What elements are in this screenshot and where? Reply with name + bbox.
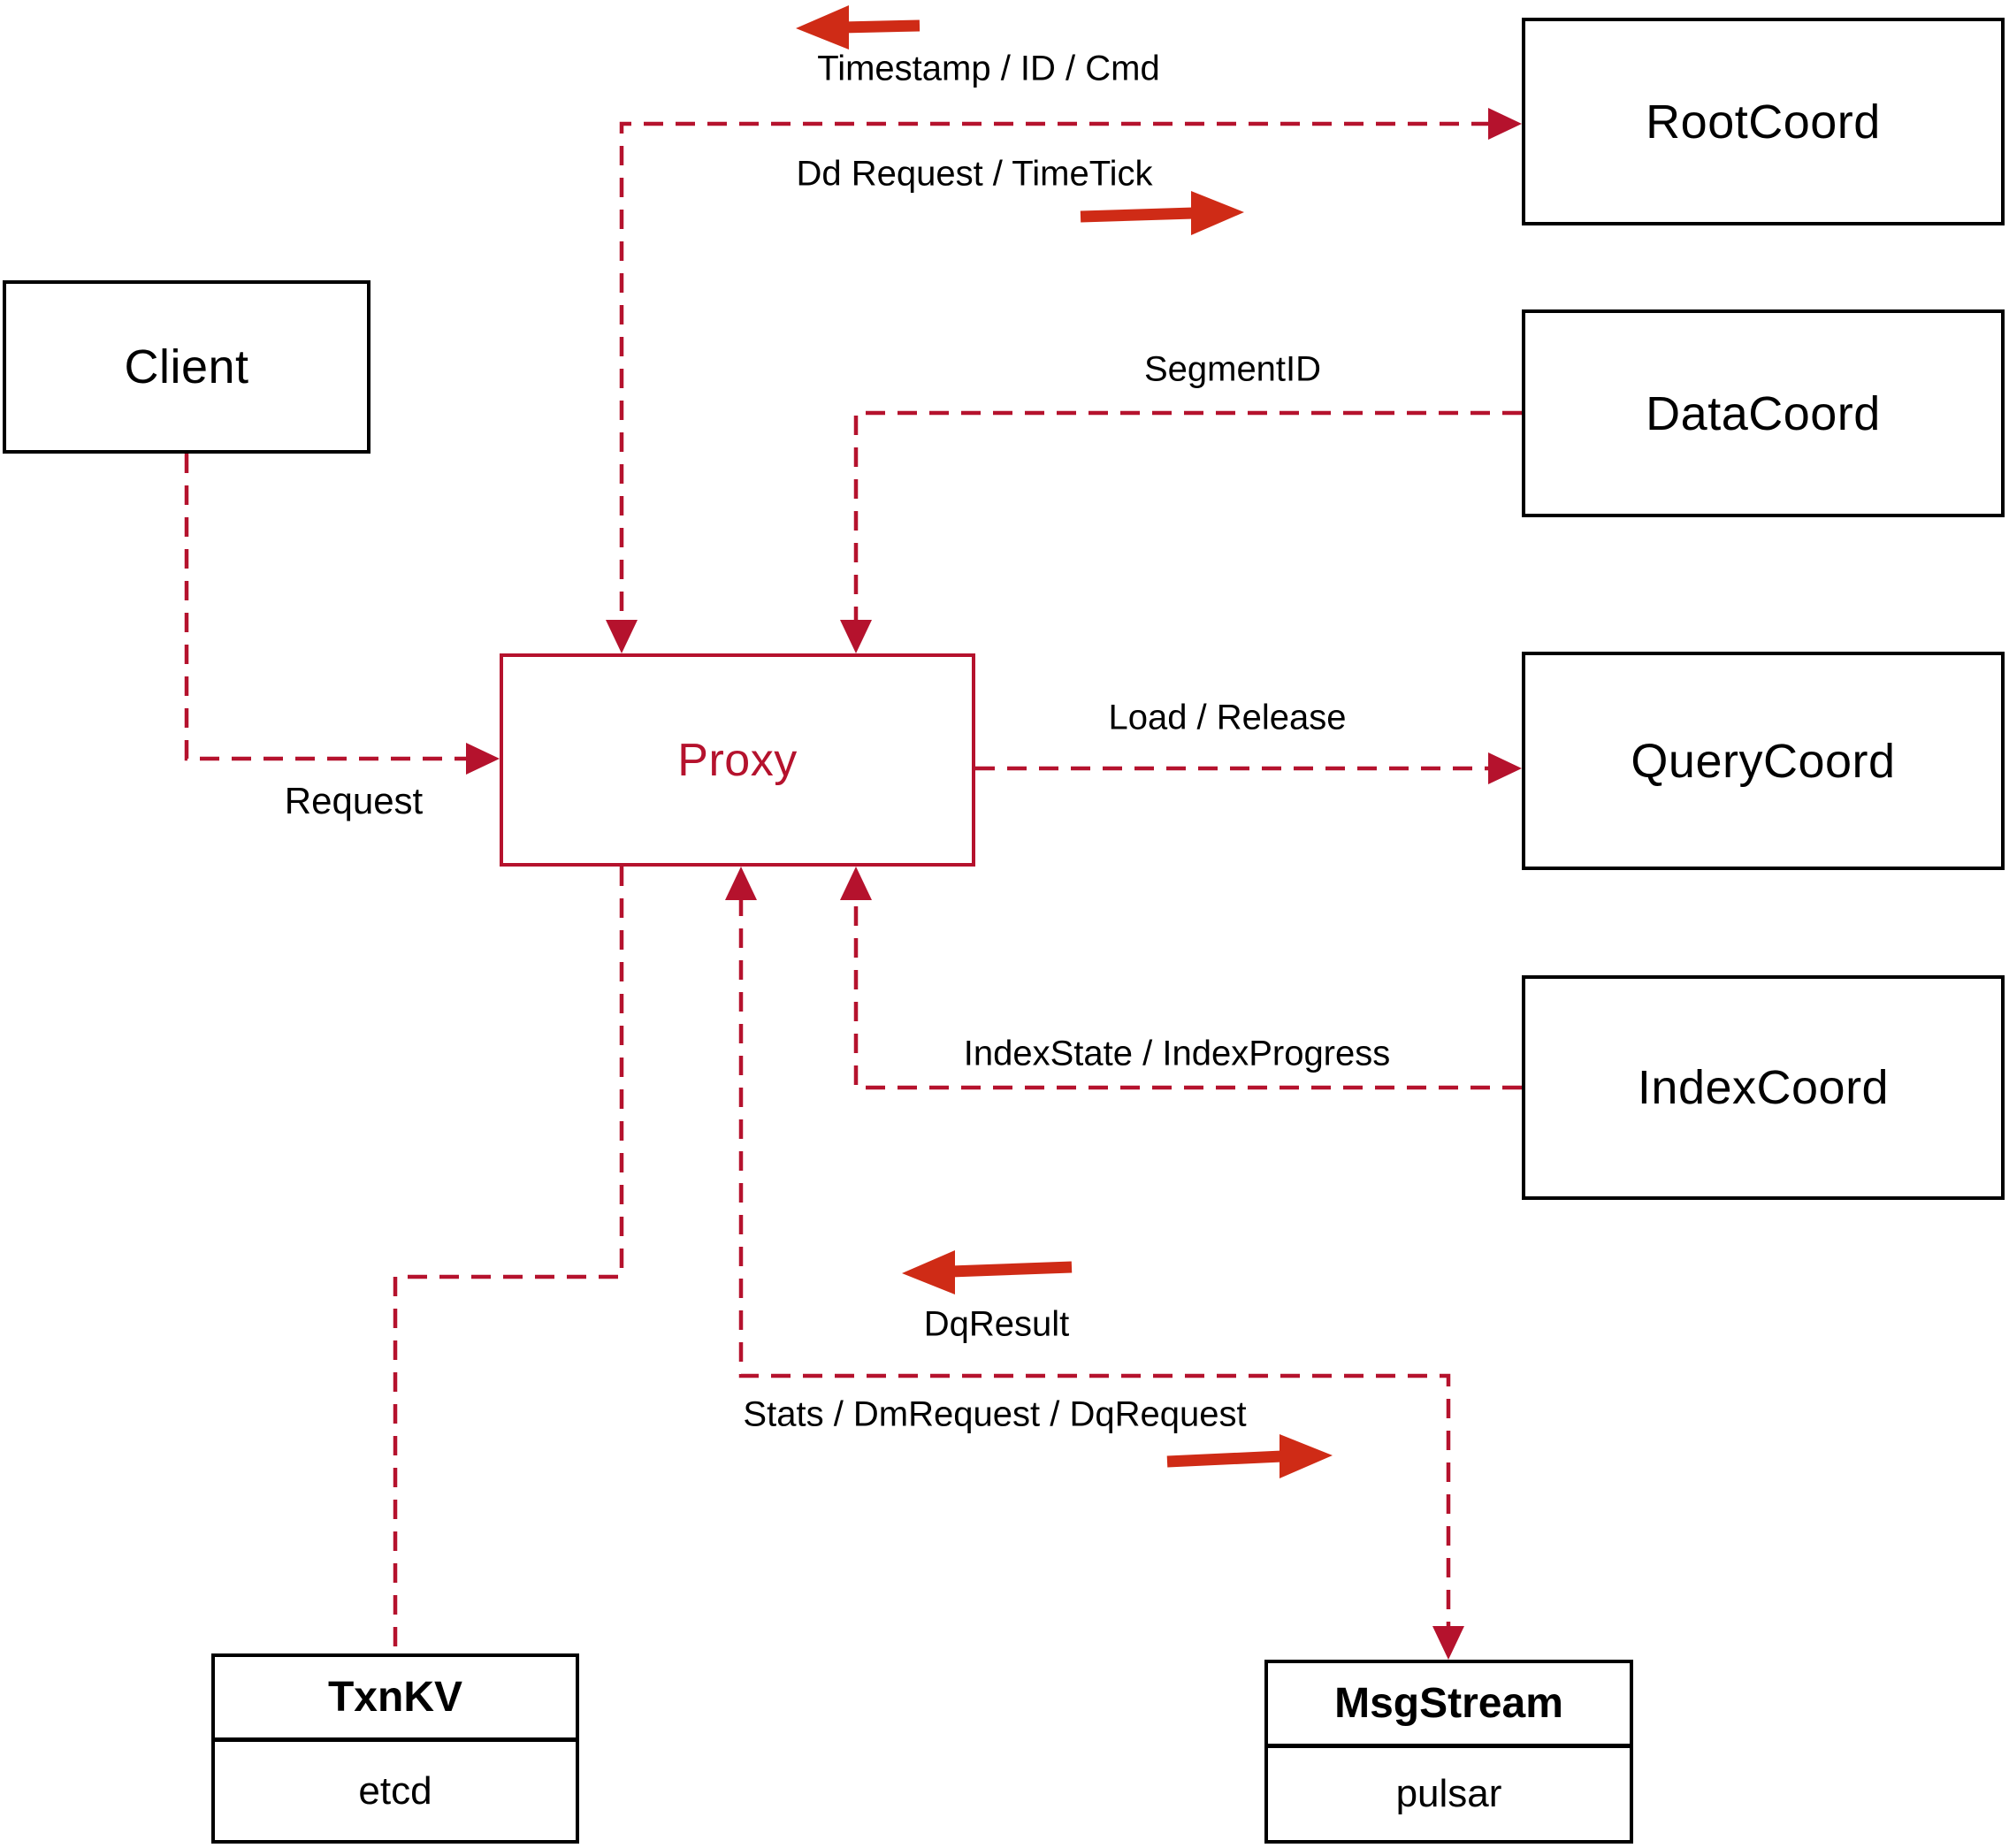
arrowhead-into-rootcoord (1488, 108, 1522, 140)
arrowhead-into-msgstream (1432, 1626, 1464, 1660)
direction-arrow-right-ddrequest (1080, 191, 1244, 235)
edge-label-request: Request (284, 780, 424, 821)
direction-arrow-left-dqresult (902, 1250, 1073, 1294)
node-msgstream: MsgStream pulsar (1264, 1660, 1633, 1844)
node-querycoord: QueryCoord (1522, 652, 2005, 870)
node-client-label: Client (124, 340, 249, 393)
direction-arrow-right-stats (1166, 1434, 1333, 1478)
edge-label-dd-request-timetick: Dd Request / TimeTick (796, 154, 1153, 194)
node-datacoord: DataCoord (1522, 309, 2005, 517)
node-indexcoord: IndexCoord (1522, 975, 2005, 1200)
edge-proxy-msgstream (738, 897, 1451, 1630)
edge-label-segment-id: SegmentID (1143, 349, 1322, 389)
edge-client-proxy (184, 454, 469, 761)
edge-label-stats-dm-dq: Stats / DmRequest / DqRequest (743, 1394, 1247, 1434)
node-proxy-label: Proxy (677, 734, 798, 786)
edge-label-dq-result: DqResult (923, 1304, 1070, 1344)
direction-arrow-left-timestamp (796, 5, 920, 50)
node-msgstream-value: pulsar (1395, 1772, 1502, 1815)
arrowhead-into-proxy-top-left (606, 620, 638, 653)
node-msgstream-title: MsgStream (1268, 1663, 1630, 1748)
arrowhead-into-proxy-top-right (840, 620, 872, 653)
node-querycoord-label: QueryCoord (1631, 734, 1896, 788)
edge-label-timestamp-id-cmd: Timestamp / ID / Cmd (817, 49, 1160, 88)
arrowhead-into-querycoord (1488, 752, 1522, 784)
node-txnkv-value: etcd (358, 1768, 432, 1813)
node-indexcoord-label: IndexCoord (1637, 1061, 1890, 1114)
edge-label-load-release: Load / Release (1108, 698, 1347, 737)
node-rootcoord-label: RootCoord (1646, 95, 1881, 149)
edge-datacoord-proxy (853, 410, 1522, 623)
node-proxy: Proxy (500, 653, 975, 867)
arrowhead-into-proxy-left (466, 743, 500, 775)
node-datacoord-label: DataCoord (1646, 386, 1881, 440)
edge-label-index-state-progress: IndexState / IndexProgress (963, 1034, 1391, 1073)
edge-proxy-rootcoord (619, 121, 1491, 623)
node-rootcoord: RootCoord (1522, 18, 2005, 225)
node-client: Client (3, 280, 370, 454)
node-txnkv: TxnKV etcd (211, 1653, 579, 1844)
arrowhead-into-proxy-bottom-mid (725, 867, 757, 900)
edge-proxy-txnkv (393, 867, 624, 1653)
node-txnkv-title: TxnKV (215, 1657, 576, 1742)
arrowhead-into-proxy-bottom-right (840, 867, 872, 900)
